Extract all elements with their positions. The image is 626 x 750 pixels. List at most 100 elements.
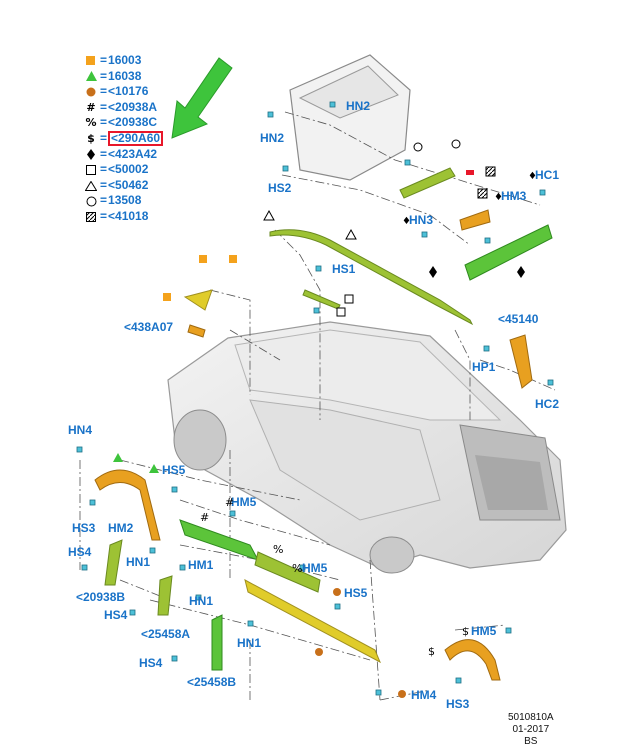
label-hc1: HC1 <box>535 168 559 182</box>
roof-molding <box>269 229 474 326</box>
legend-row: = <423A42 <box>84 147 163 163</box>
label-hs4-a: HS4 <box>68 545 92 559</box>
legend-equals: = <box>100 53 108 67</box>
diamond-icon <box>517 266 525 278</box>
legend-equals: = <box>100 115 108 130</box>
legend-equals: = <box>100 193 108 208</box>
label-hm4: HM4 <box>411 688 437 702</box>
open-square-icon <box>84 164 98 176</box>
label-hm1: HM1 <box>188 558 214 572</box>
callout-markers <box>113 139 496 698</box>
side-sill <box>244 579 381 664</box>
brown-circle-icon <box>333 588 341 596</box>
open-circle-icon <box>84 195 98 207</box>
label-hm5-right: HM5 <box>302 561 328 575</box>
label-hs4-b: HS4 <box>104 608 128 622</box>
label-hs2: HS2 <box>268 181 292 195</box>
legend: = 16003 = 16038 = <10176 # = <20938A % =… <box>84 53 164 225</box>
legend-equals: = <box>100 162 108 177</box>
diagram-suffix: BS <box>524 736 538 747</box>
rocker-20938a <box>179 519 260 561</box>
orange-square-icon <box>84 55 98 67</box>
part-labels: HN2 HN2 HS2 HS1 HN3 HM3 HC1 <438A07 <451… <box>68 99 559 711</box>
open-circle-icon <box>413 142 423 152</box>
symbol-percent-hm5: % <box>292 562 302 575</box>
rocker-20938c <box>254 551 321 593</box>
label-hn3: HN3 <box>409 213 433 227</box>
molding-25458a <box>157 575 173 616</box>
wheel-arch-front <box>94 469 161 541</box>
fastener-clips <box>76 101 554 696</box>
label-hs5-right: HS5 <box>344 586 368 600</box>
label-hs3-left: HS3 <box>72 521 96 535</box>
symbol-dollar-hm5: $ <box>462 625 469 638</box>
green-triangle-icon <box>149 464 159 473</box>
molding-20938b <box>104 539 123 586</box>
open-circle-icon <box>451 139 461 149</box>
open-triangle-icon <box>345 228 357 240</box>
open-triangle-icon <box>263 209 275 221</box>
green-triangle-icon <box>113 453 123 462</box>
label-hm5-bottom: HM5 <box>471 624 497 638</box>
legend-row: = <50462 <box>84 178 163 194</box>
diamond-icon: ♦ <box>528 171 537 182</box>
legend-row: = 13508 <box>84 193 163 209</box>
diamond-icon <box>84 148 98 160</box>
symbol-hash-hm5: # <box>225 496 234 509</box>
orange-bracket <box>459 209 491 231</box>
label-hn1-c: HN1 <box>237 636 261 650</box>
label-hs3-bottom: HS3 <box>446 697 470 711</box>
hatched-square-icon <box>84 211 98 223</box>
orange-square-icon <box>163 293 171 301</box>
open-square-icon <box>344 294 354 304</box>
label-hs1: HS1 <box>332 262 356 276</box>
label-hn2-left: HN2 <box>260 131 284 145</box>
label-438a07: <438A07 <box>124 320 173 334</box>
orange-square-icon <box>199 255 207 263</box>
legend-code: <20938C <box>108 115 158 130</box>
label-45140: <45140 <box>498 312 539 326</box>
brown-circle-icon <box>84 86 98 98</box>
legend-equals: = <box>100 68 108 83</box>
legend-code: 16003 <box>108 53 142 67</box>
hash-symbol: # <box>86 100 96 114</box>
symbol-annotations: # # % % $ $ ♦ ♦ ♦ <box>200 171 537 658</box>
open-triangle-icon <box>84 180 98 192</box>
liftgate-trim <box>399 167 456 199</box>
diagram-date: 01-2017 <box>512 724 550 735</box>
dollar-symbol: $ <box>87 131 95 145</box>
bracket-438a07 <box>187 324 206 338</box>
colored-parts <box>94 167 553 681</box>
label-hn2-top: HN2 <box>346 99 370 113</box>
label-hs5-left: HS5 <box>162 463 186 477</box>
legend-code: <423A42 <box>108 146 158 161</box>
legend-row: = <10176 <box>84 84 163 100</box>
symbol-dollar: $ <box>428 645 435 658</box>
open-square-icon <box>336 307 346 317</box>
legend-equals: = <box>100 130 108 145</box>
orange-square-icon <box>229 255 237 263</box>
label-hm2: HM2 <box>108 521 134 535</box>
label-hn4: HN4 <box>68 423 92 437</box>
label-25458b: <25458B <box>187 675 236 689</box>
wheel-arch-rear <box>444 639 501 681</box>
legend-equals: = <box>100 84 108 99</box>
rear-spoiler <box>464 224 553 281</box>
legend-code: <41018 <box>108 208 149 223</box>
percent-symbol: % <box>85 116 97 130</box>
vehicle-body <box>167 321 567 574</box>
label-hp1: HP1 <box>472 360 496 374</box>
legend-row: = 16038 <box>84 69 163 85</box>
legend-equals: = <box>100 177 108 192</box>
legend-code: <50462 <box>108 177 149 192</box>
diamond-icon <box>429 266 437 278</box>
legend-equals: = <box>100 99 108 114</box>
label-hm5-mid: HM5 <box>231 495 257 509</box>
molding-25458b <box>211 614 223 671</box>
legend-code: <10176 <box>108 84 149 99</box>
legend-row: # = <20938A <box>84 100 163 116</box>
label-25458a: <25458A <box>141 627 190 641</box>
label-20938b: <20938B <box>76 590 125 604</box>
diamond-icon: ♦ <box>494 192 503 203</box>
